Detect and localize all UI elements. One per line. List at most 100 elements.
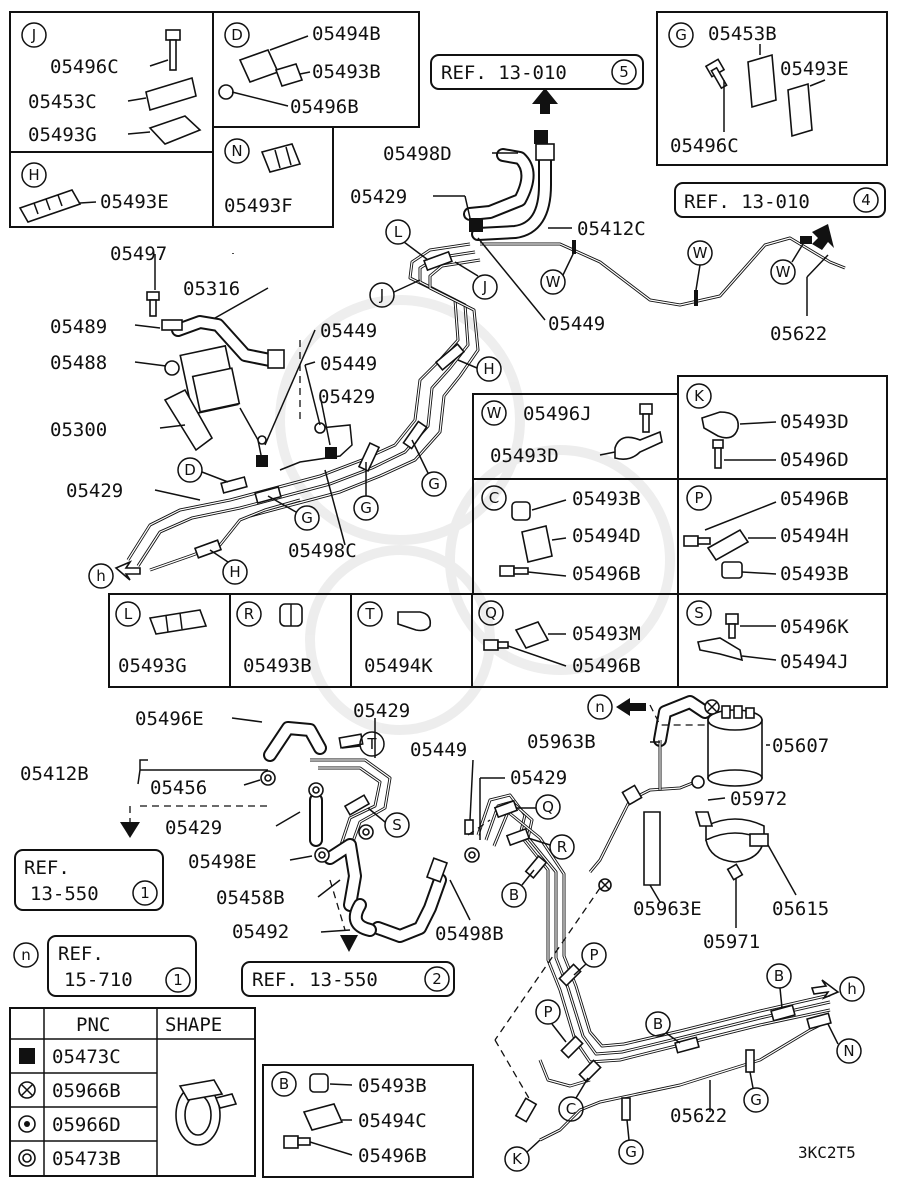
part-label: 05456	[150, 777, 207, 799]
part-label: 05622	[670, 1105, 727, 1127]
clamp-mark	[572, 240, 576, 254]
clip-icon	[309, 1073, 329, 1093]
upper-pipe-assembly	[126, 130, 846, 572]
part-label: 05498D	[383, 143, 452, 165]
part-label: 05494H	[780, 525, 849, 547]
clip-icon	[614, 430, 663, 460]
part-label: 05498E	[188, 851, 257, 873]
part-label: 05493F	[224, 195, 293, 217]
part-label: 05493B	[243, 655, 312, 677]
ref-13-010-4: REF. 13-010 4	[674, 182, 886, 250]
svg-text:H: H	[483, 360, 494, 378]
svg-text:S: S	[392, 816, 402, 834]
svg-text:R: R	[557, 838, 567, 856]
part-label: 05493G	[28, 124, 97, 146]
part-label: 05496K	[780, 616, 849, 638]
double-circle-icon	[18, 1149, 36, 1167]
detail-box-d: D 05494B 05493B 05496B	[212, 11, 420, 128]
part-label: 05496C	[670, 135, 739, 157]
part-label: 05971	[703, 931, 760, 953]
callout-h-offpage: h	[810, 976, 865, 1002]
svg-text:W: W	[546, 273, 561, 291]
part-label: 05300	[50, 419, 107, 441]
svg-text:G: G	[428, 475, 440, 493]
box-letter-h: H	[28, 166, 39, 184]
clamp-mark	[800, 236, 812, 244]
detail-box-h: H 05493E	[9, 151, 214, 228]
part-label: 05496C	[50, 56, 119, 78]
box-letter-b: B	[279, 1075, 289, 1093]
legend-header-shape: SHAPE	[165, 1014, 222, 1036]
legend-table: PNC SHAPE 05473C 05966B 05966D 05473B	[9, 1007, 256, 1177]
box-letter-l: L	[124, 605, 133, 623]
bolt-icon	[146, 291, 160, 317]
circled-dot-icon	[18, 1115, 36, 1133]
callout-j: J	[369, 279, 421, 308]
box-letter-j: J	[31, 26, 36, 44]
part-label: 05429	[165, 817, 222, 839]
bracket-icon	[145, 76, 197, 112]
clip-icon	[787, 82, 813, 138]
callout-g: G	[353, 462, 379, 521]
callout-c: C	[558, 1077, 589, 1122]
box-letter-t: T	[364, 605, 375, 623]
detail-box-w: W 05496J 05493D	[472, 393, 679, 480]
svg-text:G: G	[625, 1143, 637, 1161]
part-label: 05963B	[527, 731, 596, 753]
part-label: 05316	[183, 278, 240, 300]
detail-box-p: P 05496B 05494H 05493B	[677, 478, 888, 595]
bolt-icon	[704, 58, 728, 90]
callout-w: W	[770, 243, 804, 285]
callout-g: G	[267, 495, 320, 531]
part-label: 05494C	[358, 1110, 427, 1132]
svg-text:N: N	[843, 1042, 854, 1060]
callout-k: K	[504, 1139, 541, 1172]
callout-p: P	[573, 942, 607, 976]
box-letter-q: Q	[485, 604, 497, 622]
detail-box-b: B 05493B 05494C 05496B	[262, 1064, 474, 1178]
part-label: 05449	[320, 320, 377, 342]
ref-number: 2	[432, 970, 442, 988]
svg-text:G: G	[301, 509, 313, 527]
part-label: 05429	[350, 186, 407, 208]
clip-icon	[148, 115, 202, 145]
part-label: 05449	[320, 353, 377, 375]
ref-text: REF. 13-010	[684, 191, 810, 213]
part-label: 05496D	[780, 449, 849, 471]
part-label: 05494J	[780, 651, 849, 673]
part-label: 05429	[510, 767, 567, 789]
upper-leaders	[134, 152, 829, 546]
svg-text:J: J	[482, 278, 487, 296]
lower-leaders	[137, 717, 797, 1112]
callout-n: N	[827, 1023, 862, 1064]
part-label: 05493B	[358, 1075, 427, 1097]
part-label: 05498B	[435, 923, 504, 945]
box-letter-r: R	[244, 605, 254, 623]
svg-text:B: B	[653, 1015, 663, 1033]
arrow-left-icon	[616, 698, 646, 716]
ref-text: REF. 13-010	[441, 62, 567, 84]
filled-square-icon	[19, 1048, 35, 1064]
arrow-down-icon	[340, 935, 358, 952]
callout-b: B	[766, 963, 792, 1009]
part-label: 05412C	[577, 218, 646, 240]
filled-square-marker	[534, 130, 548, 144]
multi-clip-icon	[148, 609, 208, 635]
filled-square-marker	[469, 218, 483, 232]
part-label: 05488	[50, 352, 107, 374]
callout-g: G	[743, 1071, 769, 1113]
box-letter-d: D	[231, 26, 243, 44]
part-label: 05493M	[572, 623, 641, 645]
canister-assembly: n	[587, 694, 769, 886]
svg-text:B: B	[509, 886, 519, 904]
ref-13-550-2: REF. 13-550 2	[241, 961, 455, 997]
clip-icon	[511, 501, 531, 521]
box-letter-g: G	[675, 26, 687, 44]
part-label: 05496J	[523, 403, 592, 425]
filled-square-marker	[325, 447, 337, 459]
part-label: 05494D	[572, 525, 641, 547]
part-label: 05429	[353, 700, 410, 722]
part-label: 05453C	[28, 91, 97, 113]
bolt-icon	[712, 439, 724, 469]
callout-l: L	[385, 219, 429, 261]
